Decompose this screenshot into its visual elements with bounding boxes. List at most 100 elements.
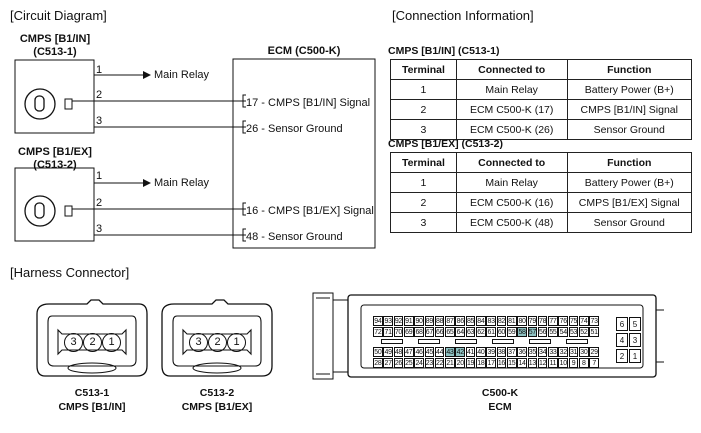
c500-pin: 26 <box>393 358 404 368</box>
c500-pin: 79 <box>527 316 538 326</box>
c500-side-pin: 6 <box>616 317 628 331</box>
c500-pin: 16 <box>496 358 507 368</box>
c500-pin: 60 <box>496 327 507 337</box>
table-row: 2 ECM C500-K (17) CMPS [B1/IN] Signal <box>390 99 692 120</box>
ecm-terminal-26 <box>242 120 246 134</box>
c500-pin: 87 <box>445 316 455 326</box>
sensor2-symbol-element <box>34 202 45 219</box>
c500-pin: 78 <box>537 316 548 326</box>
connection-table-c513-1: Terminal Connected to Function 1 Main Re… <box>390 59 692 140</box>
connection-table-c513-2: Terminal Connected to Function 1 Main Re… <box>390 152 692 233</box>
c500-pin: 48 <box>393 347 404 357</box>
c500-pin: 47 <box>403 347 414 357</box>
c500-pin: 88 <box>434 316 445 326</box>
c500-pin: 54 <box>558 327 569 337</box>
c500-key-bar <box>492 339 514 344</box>
cell-terminal: 2 <box>390 99 457 120</box>
c500-pin: 86 <box>455 316 466 326</box>
c500-pin: 25 <box>403 358 414 368</box>
cell-connected-to: Main Relay <box>455 172 568 193</box>
c513-2-connector-drawing <box>161 299 273 377</box>
c500-pin: 80 <box>517 316 527 326</box>
c500-side-pin: 4 <box>616 333 628 347</box>
c500-pin: 83 <box>486 316 496 326</box>
connection-information-title: [Connection Information] <box>392 8 534 23</box>
ecm-terminal-48 <box>242 228 246 242</box>
c500-pin: 11 <box>548 358 558 368</box>
ecm-in-ground-label: 26 - Sensor Ground <box>246 123 343 135</box>
c500-pin: 13 <box>527 358 538 368</box>
table1-title: CMPS [B1/IN] (C513-1) <box>388 45 500 57</box>
table-row: 2 ECM C500-K (16) CMPS [B1/EX] Signal <box>390 192 692 213</box>
header-function: Function <box>566 152 692 173</box>
ecm-terminal-17 <box>242 94 246 108</box>
c500-pin: 73 <box>589 316 599 326</box>
cell-terminal: 2 <box>390 192 457 213</box>
table-row: 3 ECM C500-K (26) Sensor Ground <box>390 119 692 140</box>
c500-pin: 52 <box>579 327 589 337</box>
c500-pin: 62 <box>476 327 486 337</box>
c500-pin: 59 <box>506 327 517 337</box>
c500-key-bar <box>529 339 551 344</box>
c500-pin: 64 <box>455 327 466 337</box>
sensor2-terminal <box>64 205 73 217</box>
c500-pin: 17 <box>486 358 496 368</box>
sensor1-symbol-element <box>34 95 45 112</box>
sensor1-name: CMPS [B1/IN] <box>19 33 91 45</box>
cell-terminal: 1 <box>390 172 457 193</box>
cell-connected-to: Main Relay <box>455 79 568 100</box>
c500-pin: 12 <box>537 358 548 368</box>
sensor2-box <box>14 167 95 242</box>
c500-pin: 36 <box>517 347 527 357</box>
c500-side-pin: 2 <box>616 349 628 363</box>
main-relay-label-1: Main Relay <box>154 69 210 81</box>
c500-pin: 71 <box>383 327 393 337</box>
c500-pin: 82 <box>496 316 507 326</box>
c500-pin: 77 <box>548 316 558 326</box>
c500-pin: 93 <box>383 316 393 326</box>
c500-pin: 92 <box>393 316 404 326</box>
c500-pin: 72 <box>373 327 383 337</box>
c500-pin: 76 <box>558 316 569 326</box>
sensor1-symbol-circle <box>24 88 56 120</box>
c500-pin: 57 <box>527 327 538 337</box>
table-row: 3 ECM C500-K (48) Sensor Ground <box>390 212 692 233</box>
c500-pin: 49 <box>383 347 393 357</box>
c500-pin: 22 <box>434 358 445 368</box>
cell-function: Battery Power (B+) <box>566 172 692 193</box>
c500-pin: 45 <box>424 347 435 357</box>
c500-key-bar <box>566 339 588 344</box>
c500-pin: 24 <box>414 358 424 368</box>
c500-pin: 51 <box>589 327 599 337</box>
c500-pin: 38 <box>496 347 507 357</box>
sensor2-pin1-label: 1 <box>96 170 103 182</box>
c500-side-pin: 1 <box>629 349 641 363</box>
c500-pin: 75 <box>568 316 579 326</box>
connector-pin: 1 <box>227 333 246 352</box>
c500-pin: 61 <box>486 327 496 337</box>
c500-pin: 66 <box>434 327 445 337</box>
header-terminal: Terminal <box>390 59 457 80</box>
connector-pin: 3 <box>189 333 208 352</box>
c513-2-code: C513-2 <box>199 387 235 399</box>
cell-function: Sensor Ground <box>566 212 692 233</box>
c500-connector-drawing <box>312 292 664 380</box>
cell-connected-to: ECM C500-K (17) <box>455 99 568 120</box>
sensor2-pin2-label: 2 <box>96 197 103 209</box>
cell-terminal: 3 <box>390 212 457 233</box>
c500-pin: 34 <box>537 347 548 357</box>
connector-pin: 3 <box>64 333 83 352</box>
c500-pin: 94 <box>373 316 383 326</box>
harness-connector-title: [Harness Connector] <box>10 265 130 280</box>
table-row: 1 Main Relay Battery Power (B+) <box>390 172 692 193</box>
c513-1-code: C513-1 <box>74 387 110 399</box>
c500-pin: 58 <box>517 327 527 337</box>
cell-connected-to: ECM C500-K (48) <box>455 212 568 233</box>
c500-pin: 28 <box>373 358 383 368</box>
c500-code: C500-K <box>481 387 519 399</box>
table-row: 1 Main Relay Battery Power (B+) <box>390 79 692 100</box>
ecm-box <box>232 58 376 249</box>
sensor1-box <box>14 59 95 134</box>
c500-pin: 15 <box>506 358 517 368</box>
